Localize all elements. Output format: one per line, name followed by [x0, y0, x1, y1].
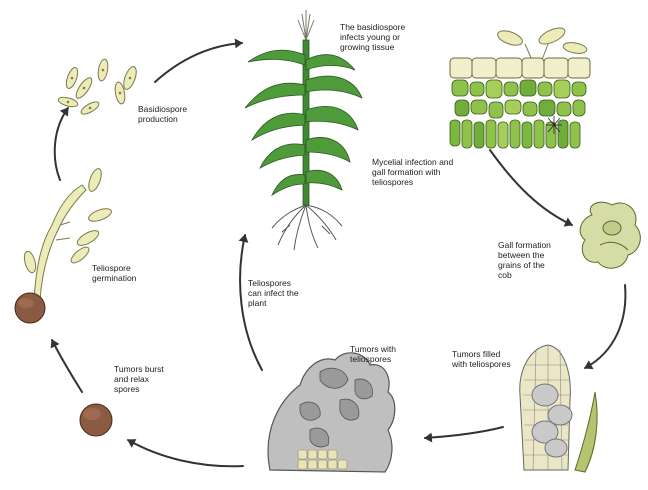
arrow-to-plant: [155, 43, 242, 82]
gall-icon: [580, 202, 640, 268]
arrow-tumor-to-spore: [128, 440, 243, 466]
label-mycelial-infection: Mycelial infection and gall formation wi…: [372, 157, 453, 187]
arrow-spore-to-germination: [52, 340, 82, 392]
label-basidiospore-infects: The basidiospore infects young or growin…: [340, 22, 405, 52]
tumorous-ear-icon: [268, 353, 395, 472]
label-tumors-filled: Tumors filled with teliospores: [452, 349, 511, 369]
infected-ear-icon: [520, 345, 597, 472]
arrow-to-basidiospores: [55, 108, 68, 180]
arrow-ear-to-tumor: [425, 427, 503, 438]
label-teliospores-infect: Teliospores can infect the plant: [248, 278, 299, 308]
arrow-tissue-to-gall: [490, 150, 572, 225]
label-gall-formation: Gall formation between the grains of the…: [498, 240, 551, 280]
basidiospores-icon: [57, 58, 138, 116]
germinating-teliospore-icon: [15, 167, 113, 323]
infected-tissue-icon: [450, 25, 590, 148]
label-basidiospore-production: Basidiospore production: [138, 104, 187, 124]
arrow-gall-to-ear: [585, 285, 625, 368]
label-tumors-with-teliospores: Tumors with teliospores: [350, 344, 396, 364]
label-tumors-burst: Tumors burst and relax spores: [114, 364, 164, 394]
label-teliospore-germination: Teliospore germination: [92, 263, 136, 283]
teliospore-icon: [80, 404, 112, 436]
